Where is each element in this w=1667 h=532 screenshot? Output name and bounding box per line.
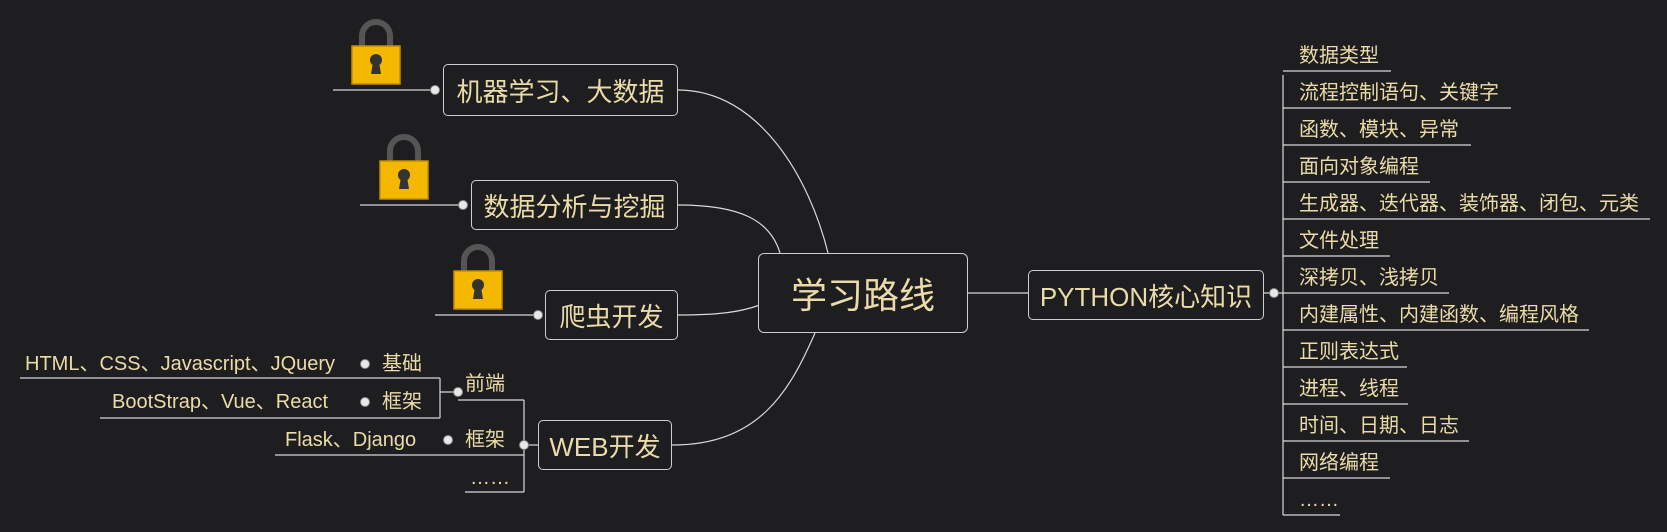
web-backend-framework-label[interactable]: 框架	[465, 429, 505, 451]
branch-spider[interactable]: 爬虫开发	[545, 290, 678, 340]
root-topic[interactable]: 学习路线	[758, 253, 968, 333]
branch-web-label: WEB开发	[549, 431, 661, 462]
collapse-toggle-spider[interactable]	[533, 310, 543, 320]
web-more[interactable]: ……	[470, 467, 510, 489]
collapse-toggle-basics[interactable]	[360, 359, 370, 369]
lock-icon	[453, 244, 503, 310]
list-item[interactable]: 深拷贝、浅拷贝	[1299, 267, 1439, 289]
list-item[interactable]: 生成器、迭代器、装饰器、闭包、元类	[1299, 193, 1639, 215]
web-frontend-label[interactable]: 前端	[465, 373, 505, 395]
list-item[interactable]: 时间、日期、日志	[1299, 415, 1459, 437]
web-backend-framework-detail[interactable]: Flask、Django	[285, 429, 417, 451]
list-item[interactable]: 进程、线程	[1299, 378, 1399, 400]
list-item[interactable]: 面向对象编程	[1299, 156, 1419, 178]
web-frontend-basics-detail[interactable]: HTML、CSS、Javascript、JQuery	[25, 353, 336, 375]
branch-web[interactable]: WEB开发	[538, 420, 672, 470]
collapse-toggle-machine-learning[interactable]	[430, 85, 440, 95]
branch-data-analysis-label: 数据分析与挖掘	[483, 191, 666, 222]
web-frontend-basics-label[interactable]: 基础	[382, 353, 422, 375]
branch-machine-learning-label: 机器学习、大数据	[456, 76, 665, 107]
branch-python-core-label: PYTHON核心知识	[1039, 281, 1253, 312]
collapse-toggle-python-core[interactable]	[1269, 288, 1279, 298]
collapse-toggle-frontend-framework[interactable]	[360, 397, 370, 407]
list-item[interactable]: 函数、模块、异常	[1299, 119, 1459, 141]
list-item[interactable]: 文件处理	[1299, 230, 1379, 252]
collapse-toggle-frontend[interactable]	[453, 387, 463, 397]
collapse-toggle-data-analysis[interactable]	[458, 200, 468, 210]
list-item[interactable]: 流程控制语句、关键字	[1299, 82, 1499, 104]
list-item[interactable]: 内建属性、内建函数、编程风格	[1299, 304, 1579, 326]
lock-icon	[351, 19, 401, 85]
root-topic-label: 学习路线	[790, 275, 935, 316]
list-item[interactable]: 正则表达式	[1299, 341, 1399, 363]
list-item[interactable]: 数据类型	[1299, 45, 1379, 67]
branch-spider-label: 爬虫开发	[559, 301, 664, 332]
branch-machine-learning[interactable]: 机器学习、大数据	[443, 64, 678, 116]
list-item[interactable]: ……	[1299, 489, 1339, 511]
web-frontend-framework-detail[interactable]: BootStrap、Vue、React	[112, 391, 329, 413]
lock-icon	[379, 134, 429, 200]
web-frontend-framework-label[interactable]: 框架	[382, 391, 422, 413]
collapse-toggle-web[interactable]	[519, 440, 529, 450]
collapse-toggle-backend-framework[interactable]	[443, 435, 453, 445]
branch-python-core[interactable]: PYTHON核心知识	[1028, 270, 1264, 320]
list-item[interactable]: 网络编程	[1299, 452, 1379, 474]
branch-data-analysis[interactable]: 数据分析与挖掘	[471, 180, 678, 230]
